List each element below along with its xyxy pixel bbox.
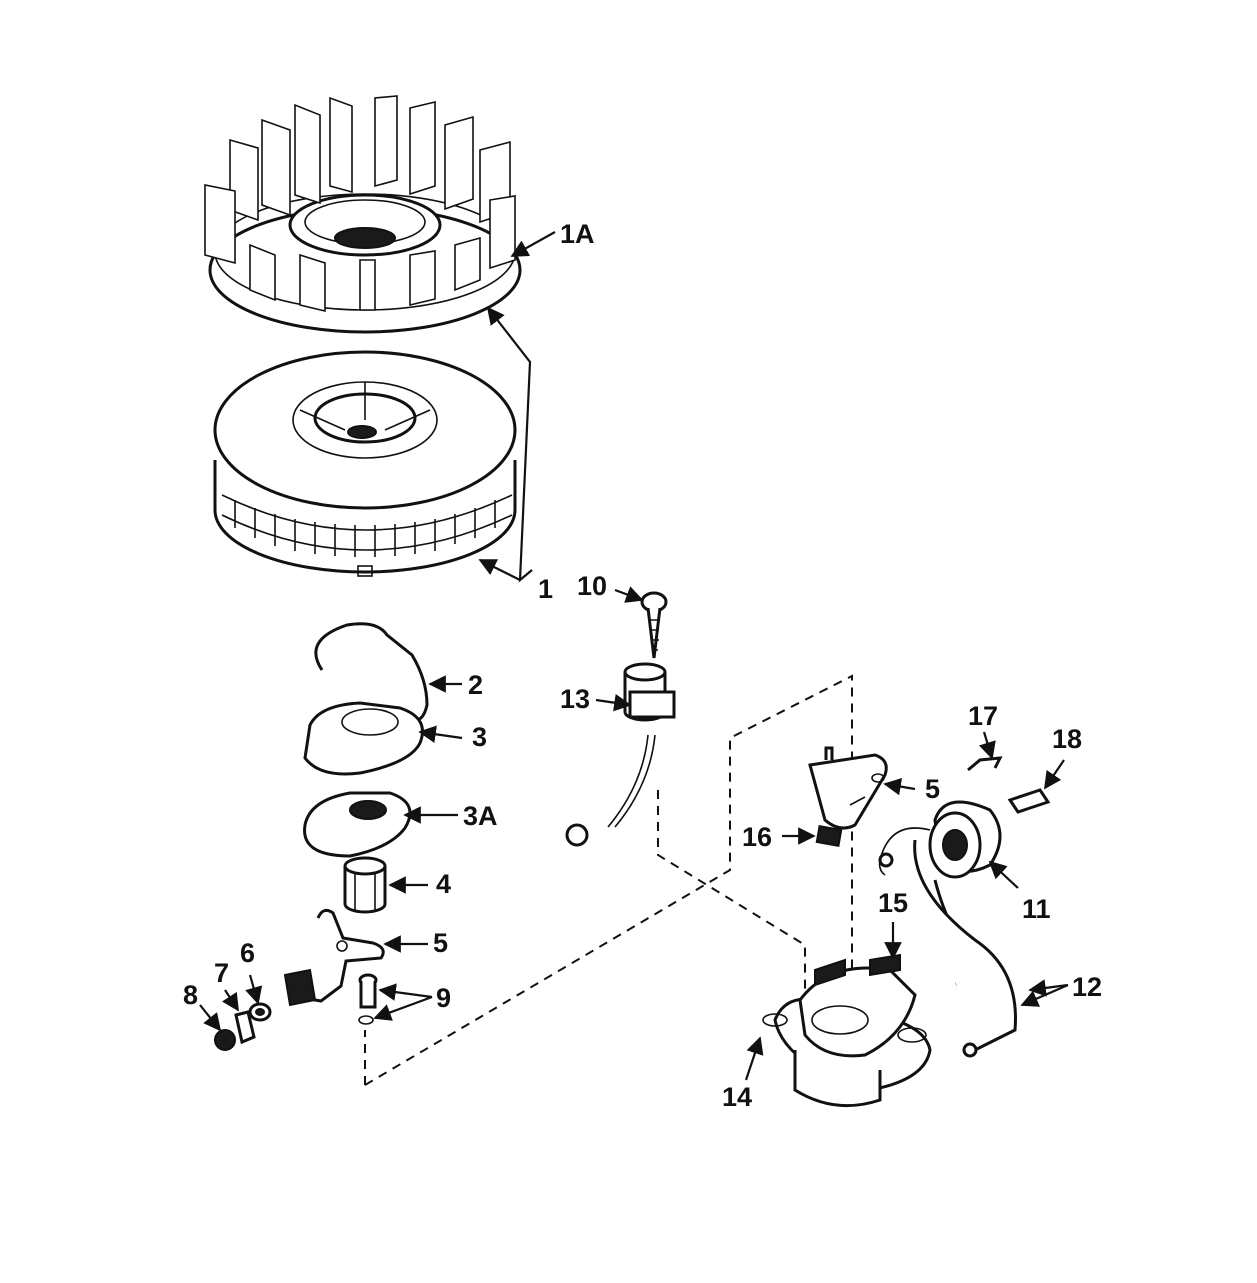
callout-15: 15 [878,888,908,918]
ignition-coil-part [878,800,1002,879]
callout-12: 12 [1072,972,1102,1002]
ignition-lead-part [913,839,1017,1058]
callout-8: 8 [183,980,198,1010]
callout-9: 9 [436,983,451,1013]
callout-2: 2 [468,670,483,700]
dust-cover-part [303,701,424,776]
breaker-arm-part [283,908,385,1007]
callout-3: 3 [472,722,487,752]
callout-3a: 3A [463,801,498,831]
condenser-screw-part [640,591,668,659]
washer-part [248,1002,272,1022]
bracket-part [808,746,888,830]
callout-11: 11 [1022,894,1051,924]
callout-14: 14 [722,1082,752,1112]
small-clip-part [815,825,843,847]
callout-10: 10 [577,571,607,601]
callout-17: 17 [968,701,998,731]
callout-7: 7 [214,958,229,988]
gasket-part [303,791,412,858]
callout-13: 13 [560,684,590,714]
blower-fan-part [204,95,522,334]
spring-wire-part [967,756,1003,772]
coil-base-part [762,953,932,1108]
callout-18: 18 [1052,724,1082,754]
lead-clip-part [1007,788,1051,814]
spring-clip-part [314,622,429,722]
callout-6: 6 [240,938,255,968]
callout-1a: 1A [560,219,595,249]
callout-1: 1 [538,574,553,604]
callout-5-upper: 5 [925,774,940,804]
nut-part [214,1029,236,1051]
callout-5-lower: 5 [433,928,448,958]
callout-16: 16 [742,822,772,852]
screw-part [358,973,378,1025]
clip-part [234,1010,256,1045]
bushing-part [343,856,387,914]
flywheel-part [213,350,517,577]
callout-4: 4 [436,869,451,899]
